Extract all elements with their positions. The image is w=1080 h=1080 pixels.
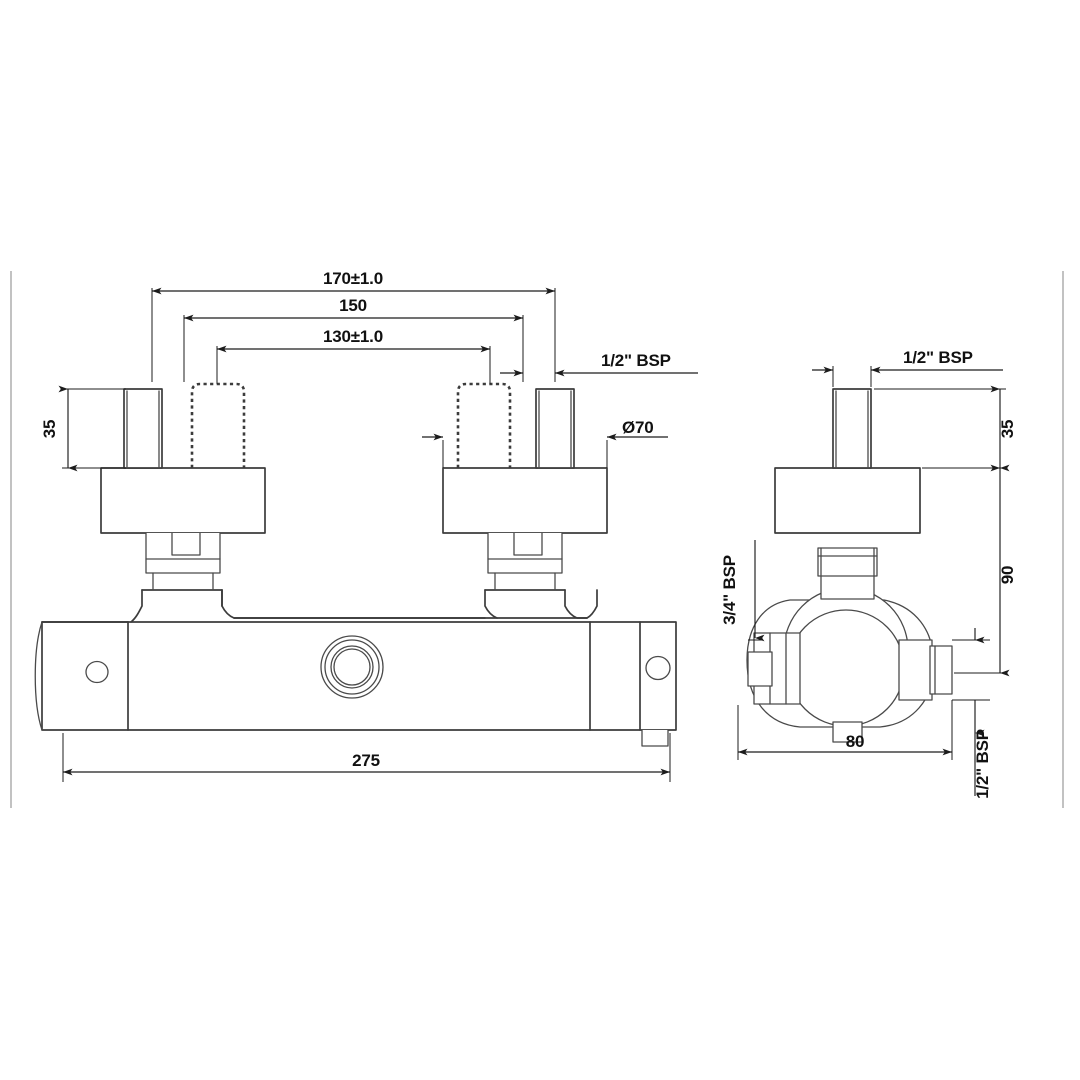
dim-label-dia70: Ø70 — [622, 418, 654, 437]
dim-body-depth: 80 — [737, 700, 953, 760]
dim-label-90: 90 — [998, 566, 1017, 585]
dim-label-35-front: 35 — [40, 420, 59, 439]
body-bottom-tab — [641, 730, 669, 747]
left-spindle — [123, 388, 163, 469]
callout-side-top-thread: 1/2" BSP — [812, 348, 1003, 387]
right-cap-screw-hole — [645, 655, 671, 681]
side-right-outlet — [898, 639, 953, 701]
right-escutcheon — [442, 467, 608, 534]
right-handle-assembly — [442, 382, 608, 591]
side-elevation-geometry — [746, 388, 953, 743]
dim-handle-height-front: 35 — [40, 385, 126, 472]
front-elevation-geometry — [34, 382, 677, 747]
dim-label-170: 170±1.0 — [323, 269, 383, 288]
side-bottom-spigot — [832, 721, 863, 743]
left-end-cap — [34, 621, 129, 731]
callout-front-inlet-thread: 1/2" BSP — [500, 348, 698, 377]
side-left-inlet — [747, 632, 801, 705]
right-end-cap — [589, 621, 671, 747]
left-escutcheon — [100, 467, 266, 534]
side-body-circle — [787, 609, 905, 727]
left-handle-assembly — [100, 382, 266, 591]
side-elevation-dimensions: 1/2" BSP 35 90 3/4" BSP — [720, 348, 1017, 799]
callout-label-half-bsp-side-top: 1/2" BSP — [903, 348, 973, 367]
side-spindle — [832, 388, 872, 469]
central-outlet-port — [320, 635, 384, 699]
right-collar-key — [513, 533, 543, 556]
left-handle-hidden-outline — [190, 382, 246, 468]
right-handle-hidden-outline — [456, 382, 512, 468]
right-spindle — [535, 388, 575, 469]
dim-label-80: 80 — [846, 732, 865, 751]
dim-overall-width: 275 — [62, 733, 671, 782]
sheet-border — [10, 271, 1064, 808]
dim-label-130: 130±1.0 — [323, 327, 383, 346]
dim-label-275: 275 — [352, 751, 380, 770]
side-neck-stack — [817, 547, 878, 600]
left-collar-key — [171, 533, 201, 556]
left-cap-screw-hole — [85, 660, 109, 684]
callout-escutcheon-diameter: Ø70 — [422, 418, 668, 468]
side-escutcheon — [774, 467, 921, 534]
dim-outlet-centres-outer: 170±1.0 — [151, 269, 556, 382]
front-elevation-dimensions: 170±1.0 150 130±1.0 — [40, 269, 698, 782]
callout-label-half-bsp-front: 1/2" BSP — [601, 351, 671, 370]
dim-overall-height-side: 90 — [922, 464, 1017, 677]
dim-outlet-centres-inner: 130±1.0 — [216, 327, 491, 384]
callout-label-half-bsp-side-bottom: 1/2" BSP — [973, 729, 992, 799]
callout-side-bottom-thread: 1/2" BSP — [952, 628, 992, 799]
callout-label-threequarter-bsp: 3/4" BSP — [720, 555, 739, 625]
dim-label-35-side: 35 — [998, 420, 1017, 439]
dim-handle-height-side: 35 — [874, 385, 1017, 472]
dim-label-150: 150 — [339, 296, 367, 315]
callout-side-left-thread: 3/4" BSP — [720, 540, 765, 642]
